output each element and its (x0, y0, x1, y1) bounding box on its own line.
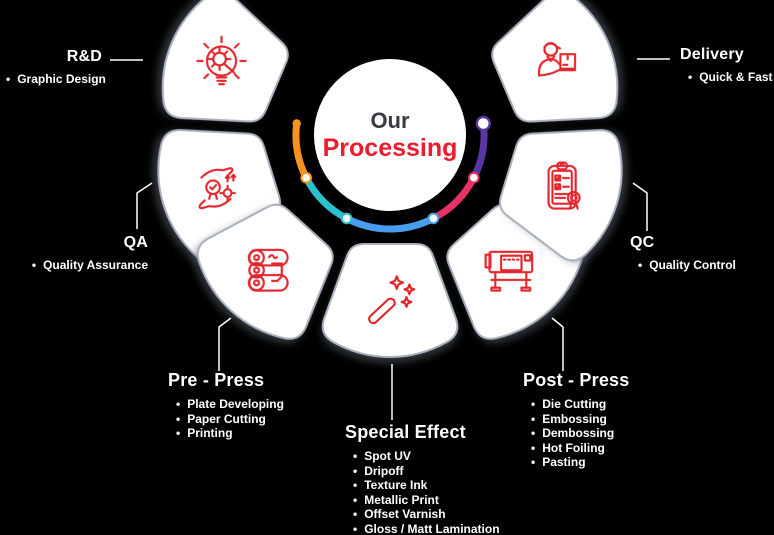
label-block-prepress: Pre - Press Plate Developing Paper Cutti… (168, 370, 284, 441)
list-item: Die Cutting (531, 397, 629, 412)
connector-postpress (551, 317, 564, 371)
arc-node-dot (300, 171, 313, 184)
list-item: Dembossing (531, 426, 629, 441)
label-block-qa: QA Quality Assurance (15, 234, 148, 273)
list-item: Metallic Print (353, 493, 500, 508)
arc-node-dot (468, 171, 480, 184)
list-item: Paper Cutting (176, 412, 284, 427)
petal-shape (196, 203, 334, 340)
label-block-rnd: R&D Graphic Design (6, 48, 106, 87)
stage-title-qc: QC (630, 234, 655, 251)
list-item: Printing (176, 426, 284, 441)
label-block-delivery: Delivery Quick & Fast (680, 46, 773, 85)
stage-title-special-effect: Special Effect (345, 422, 466, 442)
petal-shape (498, 129, 623, 262)
research-bulb-gear-icon (191, 33, 253, 95)
petal-shape (321, 243, 459, 359)
wide-format-printer-icon (481, 239, 543, 301)
list-item: Offset Varnish (353, 507, 500, 522)
connector-qc (632, 182, 648, 231)
arc-node-dot (427, 212, 440, 225)
list-item: Pasting (531, 455, 629, 470)
list-item: Dripoff (353, 464, 500, 479)
label-block-postpress: Post - Press Die Cutting Embossing Dembo… (523, 370, 629, 470)
list-item: Graphic Design (6, 72, 106, 87)
list-item: Gloss / Matt Lamination (353, 522, 499, 535)
stage-title-rnd: R&D (66, 48, 102, 65)
delivery-person-box-icon (527, 33, 589, 95)
stage-title-qa: QA (123, 234, 148, 251)
connector-qa (136, 182, 153, 229)
stage-title-prepress: Pre - Press (168, 370, 265, 390)
arc-end-dot (475, 115, 491, 132)
list-item: Embossing (531, 412, 629, 427)
list-item: Plate Developing (176, 397, 284, 412)
label-block-special-effect: Special Effect Spot UV Dripoff Texture I… (345, 422, 500, 535)
quality-hands-badge-icon (185, 157, 247, 219)
stage-title-delivery: Delivery (680, 46, 744, 63)
magic-wand-icon (359, 271, 421, 333)
list-item: Quality Assurance (15, 258, 148, 273)
clipboard-check-icon (533, 157, 595, 219)
connector-prepress (218, 317, 232, 371)
arc-start-dot (292, 119, 301, 128)
center-title-circle: Our Processing (314, 59, 466, 211)
arc-node-dot (340, 212, 353, 225)
list-item: Texture Ink (353, 478, 500, 493)
title-line-processing: Processing (322, 133, 458, 162)
list-item: Quality Control (638, 258, 770, 273)
stage-title-postpress: Post - Press (523, 370, 630, 390)
list-item: Hot Foiling (531, 441, 629, 456)
title-line-our: Our (370, 107, 410, 133)
list-item: Spot UV (353, 449, 500, 464)
printing-rollers-icon (237, 239, 299, 301)
label-block-qc: QC Quality Control (630, 234, 770, 273)
list-item: Quick & Fast (688, 70, 772, 85)
